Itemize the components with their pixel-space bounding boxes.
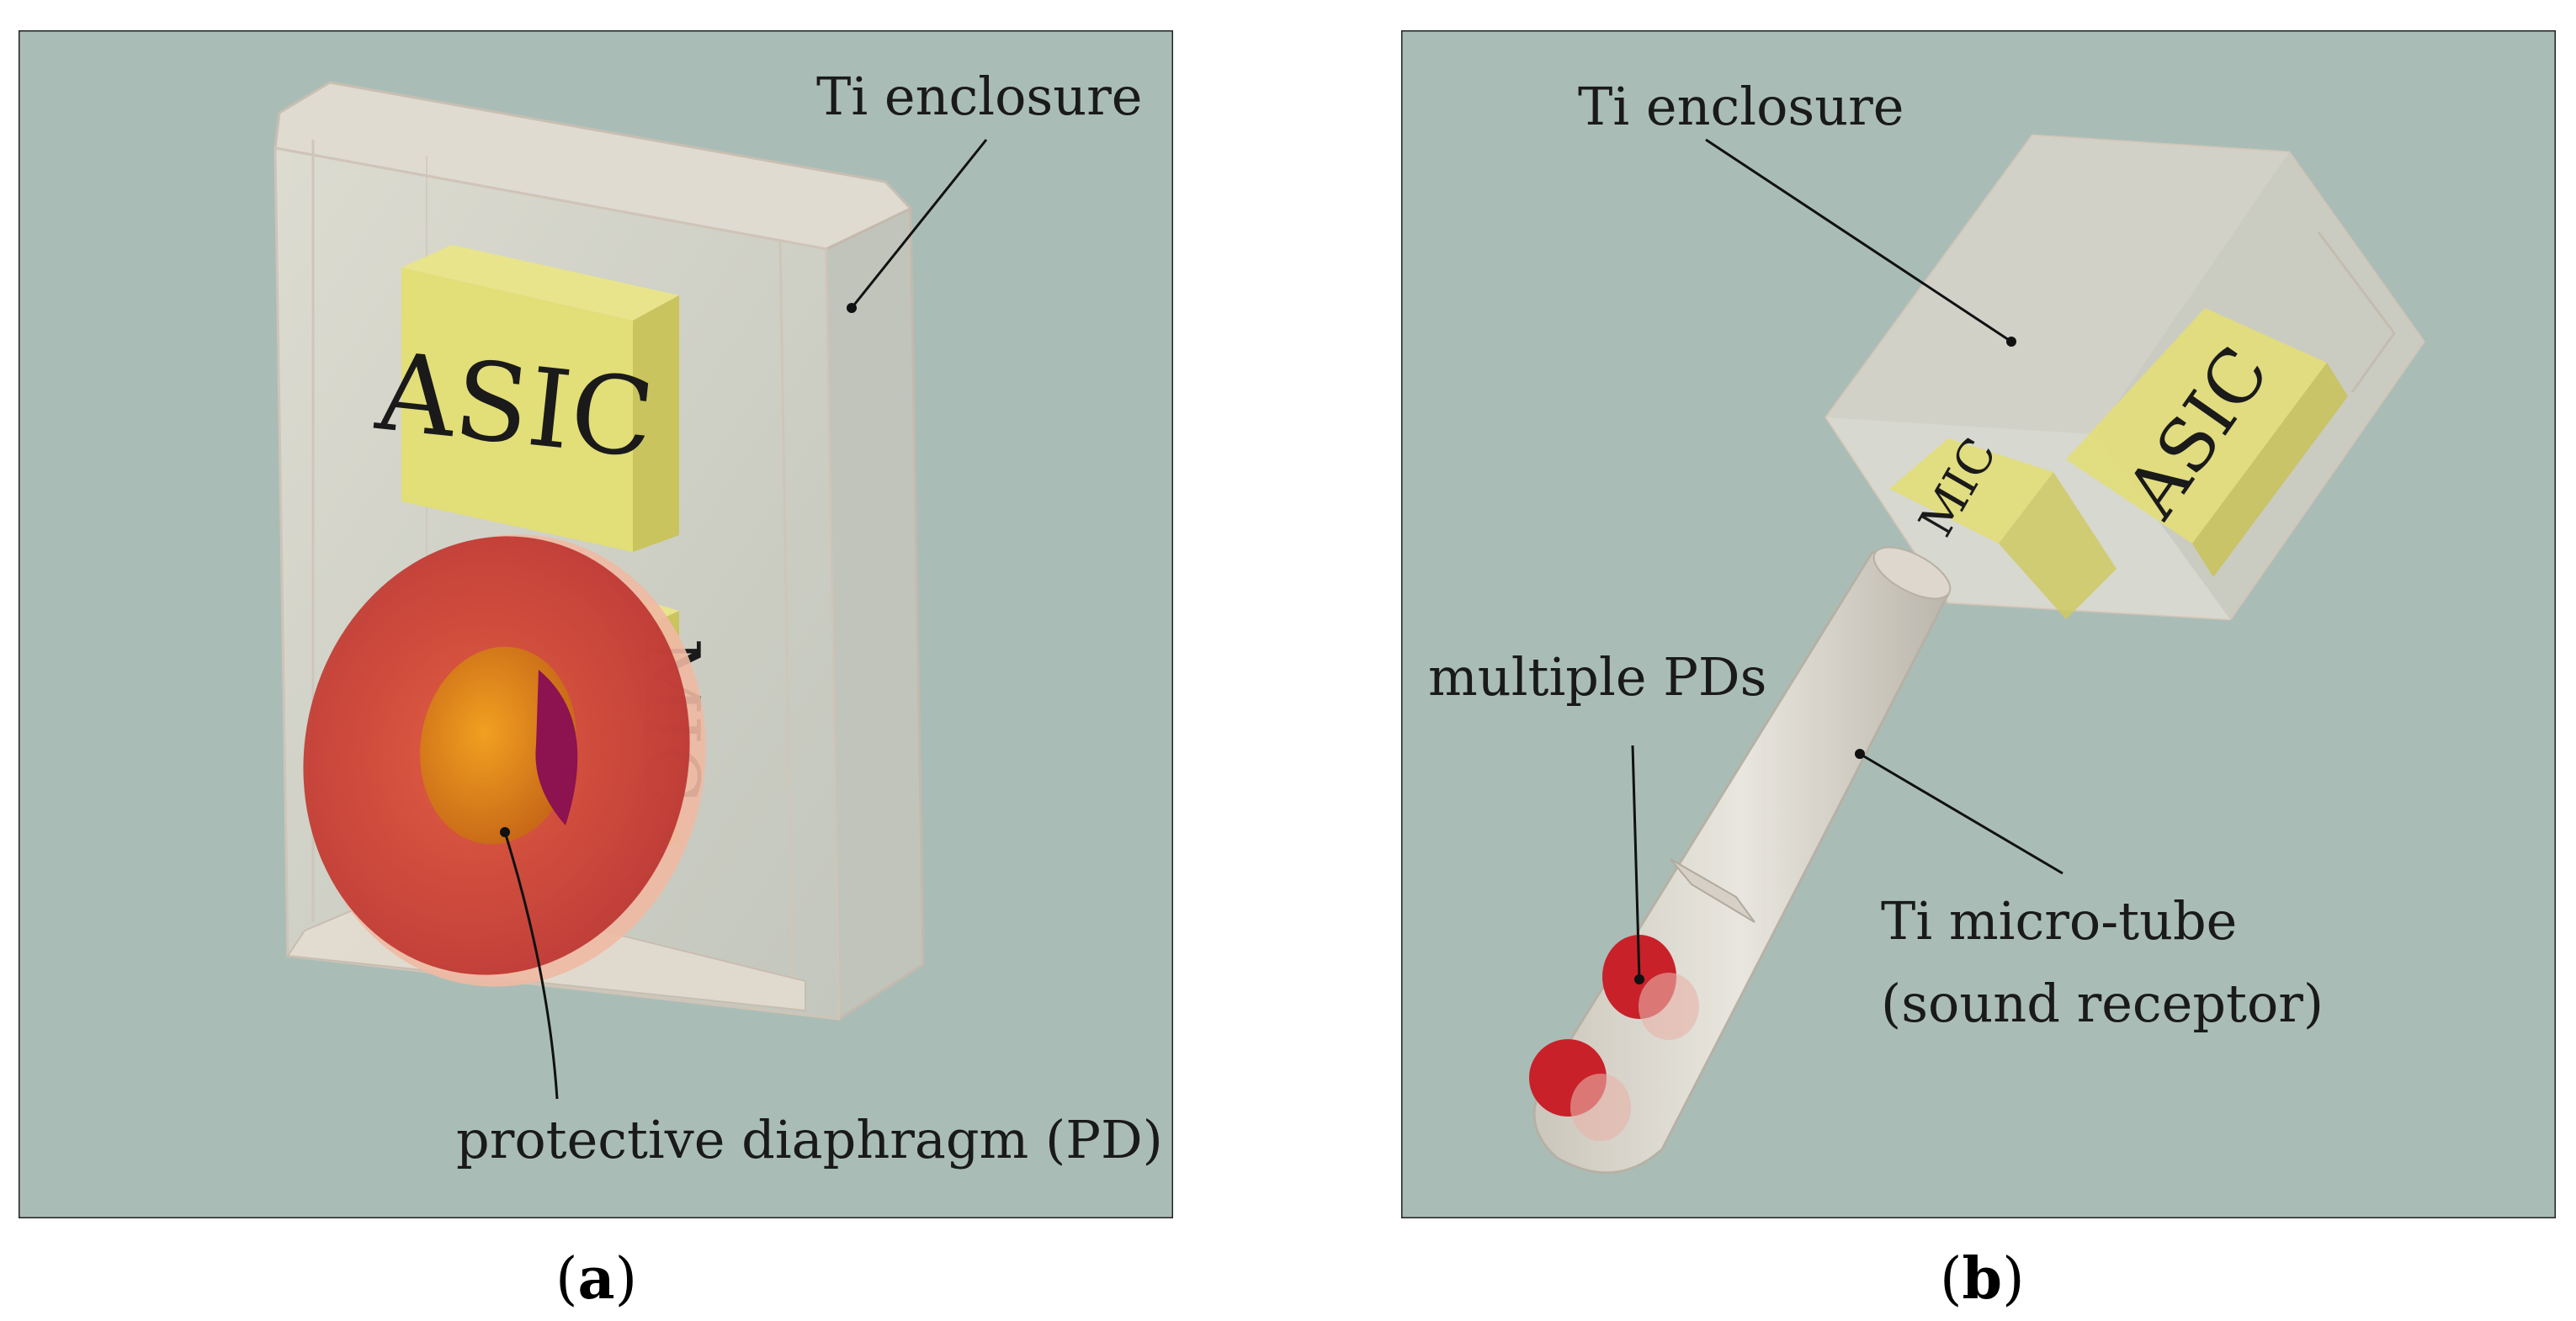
caption-a-letter: a xyxy=(577,1245,615,1313)
leader-line-diaphragm-a xyxy=(503,831,559,1100)
label-ti-enclosure-a: Ti enclosure xyxy=(816,66,1142,127)
leader-dot-pds xyxy=(1634,974,1644,984)
leader-dot-enclosure-b xyxy=(2006,337,2016,347)
label-multiple-pds: multiple PDs xyxy=(1428,646,1766,708)
label-tube-line1: Ti micro-tube xyxy=(1881,890,2237,952)
leader-dot-diaphragm-a xyxy=(500,827,510,837)
label-tube-line2: (sound receptor) xyxy=(1881,973,2324,1034)
panel-a: ASIC MIC Ti enclosure protective diaphra… xyxy=(19,30,1173,1218)
leader-line-pds xyxy=(1631,745,1641,980)
leader-line-tube xyxy=(1859,752,2063,875)
leader-line-enclosure-b xyxy=(1705,138,2012,343)
asic-chip-a: ASIC xyxy=(370,245,679,552)
asic-chip-label-a: ASIC xyxy=(370,329,659,483)
leader-line-enclosure-a xyxy=(850,139,988,309)
panel-a-illustration: ASIC MIC Ti enclosure protective diaphra… xyxy=(19,30,1173,1218)
caption-a: (a) xyxy=(555,1245,638,1313)
caption-b-letter: b xyxy=(1962,1245,2003,1313)
leader-dot-enclosure-a xyxy=(847,303,857,313)
panel-b: ASIC MIC Ti enclosure m xyxy=(1401,30,2556,1218)
protective-diaphragm-a xyxy=(303,534,706,987)
panel-b-illustration: ASIC MIC Ti enclosure m xyxy=(1401,30,2556,1218)
leader-dot-tube xyxy=(1855,749,1865,759)
label-protective-diaphragm: protective diaphragm (PD) xyxy=(456,1109,1163,1170)
caption-b: (b) xyxy=(1940,1245,2025,1313)
asic-chip-b: ASIC xyxy=(2066,308,2348,577)
label-ti-enclosure-b: Ti enclosure xyxy=(1578,76,1904,137)
